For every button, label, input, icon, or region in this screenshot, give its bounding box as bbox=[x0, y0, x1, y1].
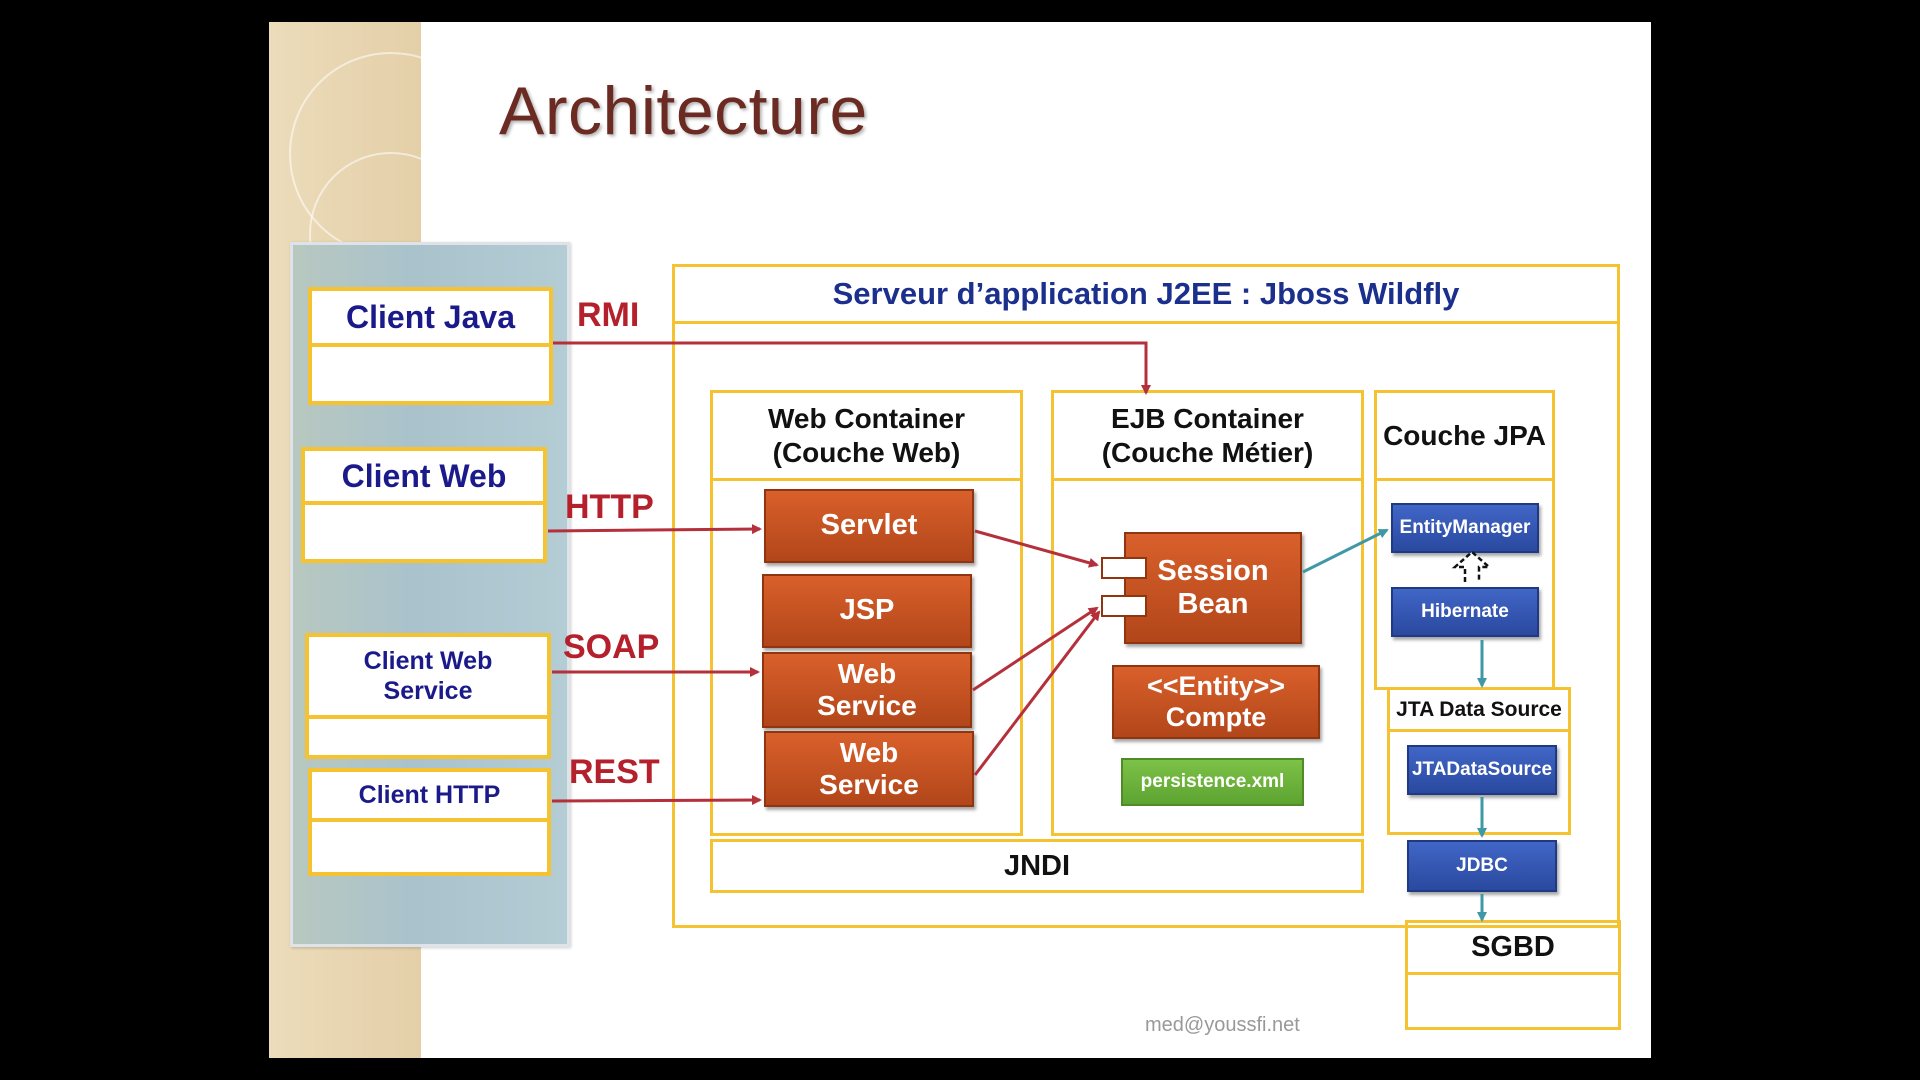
hibernate-box: Hibernate bbox=[1391, 587, 1539, 637]
application-server-title: Serveur d’application J2EE : Jboss Wildf… bbox=[832, 276, 1460, 311]
arrow-rmi-to-ejb bbox=[553, 341, 1151, 395]
session-bean-port bbox=[1101, 557, 1147, 579]
protocol-rmi: RMI bbox=[577, 296, 640, 334]
web-service-rest-box: Web Service bbox=[764, 731, 974, 807]
client-http-box: Client HTTP bbox=[308, 768, 551, 876]
application-server-header: Serveur d’application J2EE : Jboss Wildf… bbox=[672, 264, 1620, 324]
servlet-box: Servlet bbox=[764, 489, 974, 563]
arrow-rest-to-webservice bbox=[551, 795, 762, 806]
sgbd-box: SGBD bbox=[1405, 920, 1621, 1030]
arrow-servlet-to-session-bean bbox=[974, 529, 1099, 568]
client-web-label: Client Web bbox=[305, 451, 543, 505]
arrow-session-bean-to-entity-manager bbox=[1302, 528, 1389, 574]
jndi-label: JNDI bbox=[1003, 849, 1071, 882]
sgbd-label: SGBD bbox=[1408, 923, 1618, 975]
client-web-service-box: Client Web Service bbox=[305, 633, 551, 759]
entity-compte-box: <<Entity>> Compte bbox=[1112, 665, 1320, 739]
client-web-box: Client Web bbox=[301, 447, 547, 563]
arrow-http-to-servlet bbox=[547, 524, 762, 535]
jndi-box: JNDI bbox=[710, 839, 1364, 893]
implements-arrow bbox=[1451, 550, 1493, 582]
jsp-box: JSP bbox=[762, 574, 972, 648]
protocol-http: HTTP bbox=[565, 488, 654, 526]
jta-datasource-box: JTADataSource bbox=[1407, 745, 1557, 795]
web-service-soap-box: Web Service bbox=[762, 652, 972, 728]
persistence-xml-box: persistence.xml bbox=[1121, 758, 1304, 806]
slide-title: Architecture bbox=[499, 73, 868, 149]
arrow-webservice-to-session-bean bbox=[972, 606, 1099, 692]
session-bean-port bbox=[1101, 595, 1147, 617]
connector-arrows bbox=[547, 341, 1493, 922]
web-container-title: Web Container (Couche Web) bbox=[713, 393, 1020, 481]
entity-manager-box: EntityManager bbox=[1391, 503, 1539, 553]
slide: Architecture Client Java Client Web Clie… bbox=[269, 22, 1651, 1058]
client-java-label: Client Java bbox=[312, 291, 549, 347]
client-java-box: Client Java bbox=[308, 287, 553, 405]
ejb-container-title: EJB Container (Couche Métier) bbox=[1054, 393, 1361, 481]
footer-email: med@youssfi.net bbox=[1145, 1014, 1300, 1036]
client-web-service-label: Client Web Service bbox=[309, 637, 547, 719]
web-container: Web Container (Couche Web) bbox=[710, 390, 1023, 836]
ejb-container: EJB Container (Couche Métier) bbox=[1051, 390, 1364, 836]
jdbc-box: JDBC bbox=[1407, 840, 1557, 892]
client-http-label: Client HTTP bbox=[312, 772, 547, 822]
jta-data-source-title: JTA Data Source bbox=[1390, 690, 1568, 732]
protocol-soap: SOAP bbox=[563, 628, 660, 666]
jpa-layer-title: Couche JPA bbox=[1377, 393, 1552, 481]
session-bean-box: Session Bean bbox=[1124, 532, 1302, 644]
arrow-webservice-to-session-bean bbox=[973, 610, 1101, 776]
protocol-rest: REST bbox=[569, 753, 660, 791]
